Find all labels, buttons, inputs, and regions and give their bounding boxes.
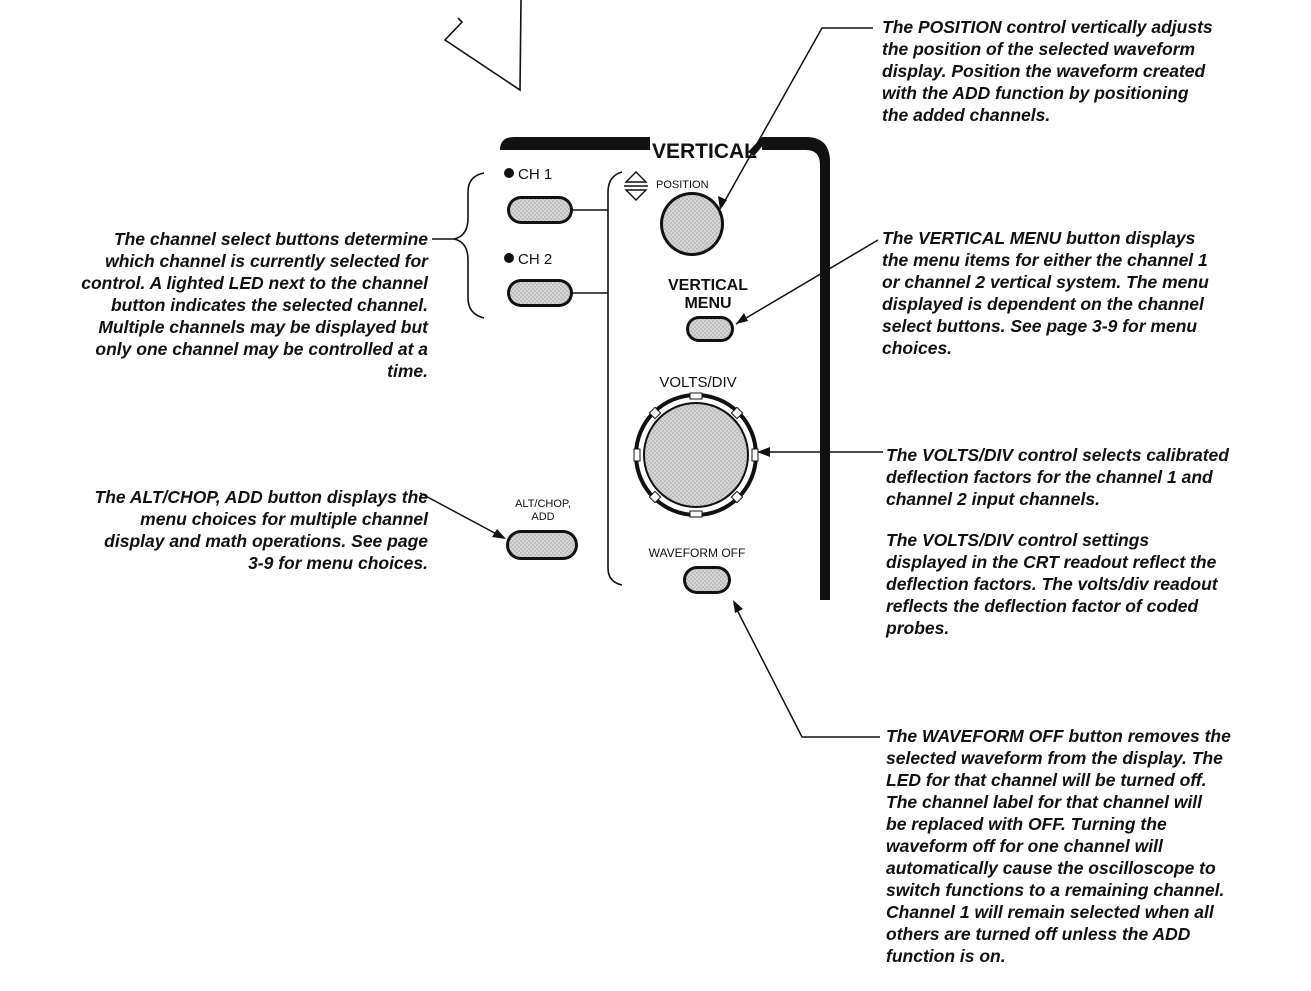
alt-chop-label-line1: ALT/CHOP,: [515, 498, 571, 510]
vertical-menu-callout: The VERTICAL MENU button displays the me…: [882, 228, 1209, 358]
alt-chop-label-line2: ADD: [531, 511, 554, 523]
up-down-arrow-icon: [624, 171, 648, 201]
top-pointer-arrow: [443, 0, 522, 92]
volts-div-callout-2: The VOLTS/DIV control settings displayed…: [886, 530, 1218, 638]
waveform-off-label: WAVEFORM OFF: [649, 546, 746, 560]
waveform-off-leader: [733, 603, 880, 738]
alt-chop-arrowhead: [492, 529, 506, 539]
ch1-led: [504, 168, 514, 178]
ch2-led: [504, 253, 514, 263]
vertical-menu-label-line1: VERTICAL: [668, 277, 748, 294]
volts-div-knob[interactable]: [633, 392, 759, 518]
waveform-off-button[interactable]: [683, 566, 731, 594]
volts-div-label: VOLTS/DIV: [659, 374, 736, 391]
ch1-button[interactable]: [507, 196, 573, 224]
position-arrowhead: [718, 196, 727, 210]
ch2-button[interactable]: [507, 279, 573, 307]
alt-chop-leader: [419, 492, 505, 539]
volts-div-callout-1: The VOLTS/DIV control selects calibrated…: [886, 445, 1229, 509]
position-knob[interactable]: [660, 192, 724, 256]
vertical-menu-label-line2: MENU: [684, 295, 731, 312]
vertical-menu-arrowhead: [736, 313, 748, 324]
panel-title: VERTICAL: [652, 140, 757, 163]
control-group-bracket: [607, 171, 623, 586]
position-leader: [721, 27, 873, 207]
position-callout: The POSITION control vertically adjusts …: [882, 17, 1213, 125]
alt-chop-callout: The ALT/CHOP, ADD button displays the me…: [94, 487, 428, 573]
channel-select-callout: The channel select buttons determine whi…: [81, 229, 428, 381]
ch1-label: CH 1: [518, 166, 552, 183]
vertical-menu-button[interactable]: [686, 316, 734, 342]
callout-arrowheads: [492, 196, 770, 613]
channel-group-brace: [453, 172, 485, 319]
ch2-label: CH 2: [518, 251, 552, 268]
alt-chop-add-button[interactable]: [506, 530, 578, 560]
volts-div-arrowhead: [757, 447, 770, 457]
vertical-menu-leader: [735, 239, 879, 325]
position-label: POSITION: [656, 179, 709, 191]
waveform-off-arrowhead: [733, 600, 743, 613]
callout-leaders: [419, 27, 883, 738]
waveform-off-callout: The WAVEFORM OFF button removes the sele…: [886, 726, 1231, 966]
